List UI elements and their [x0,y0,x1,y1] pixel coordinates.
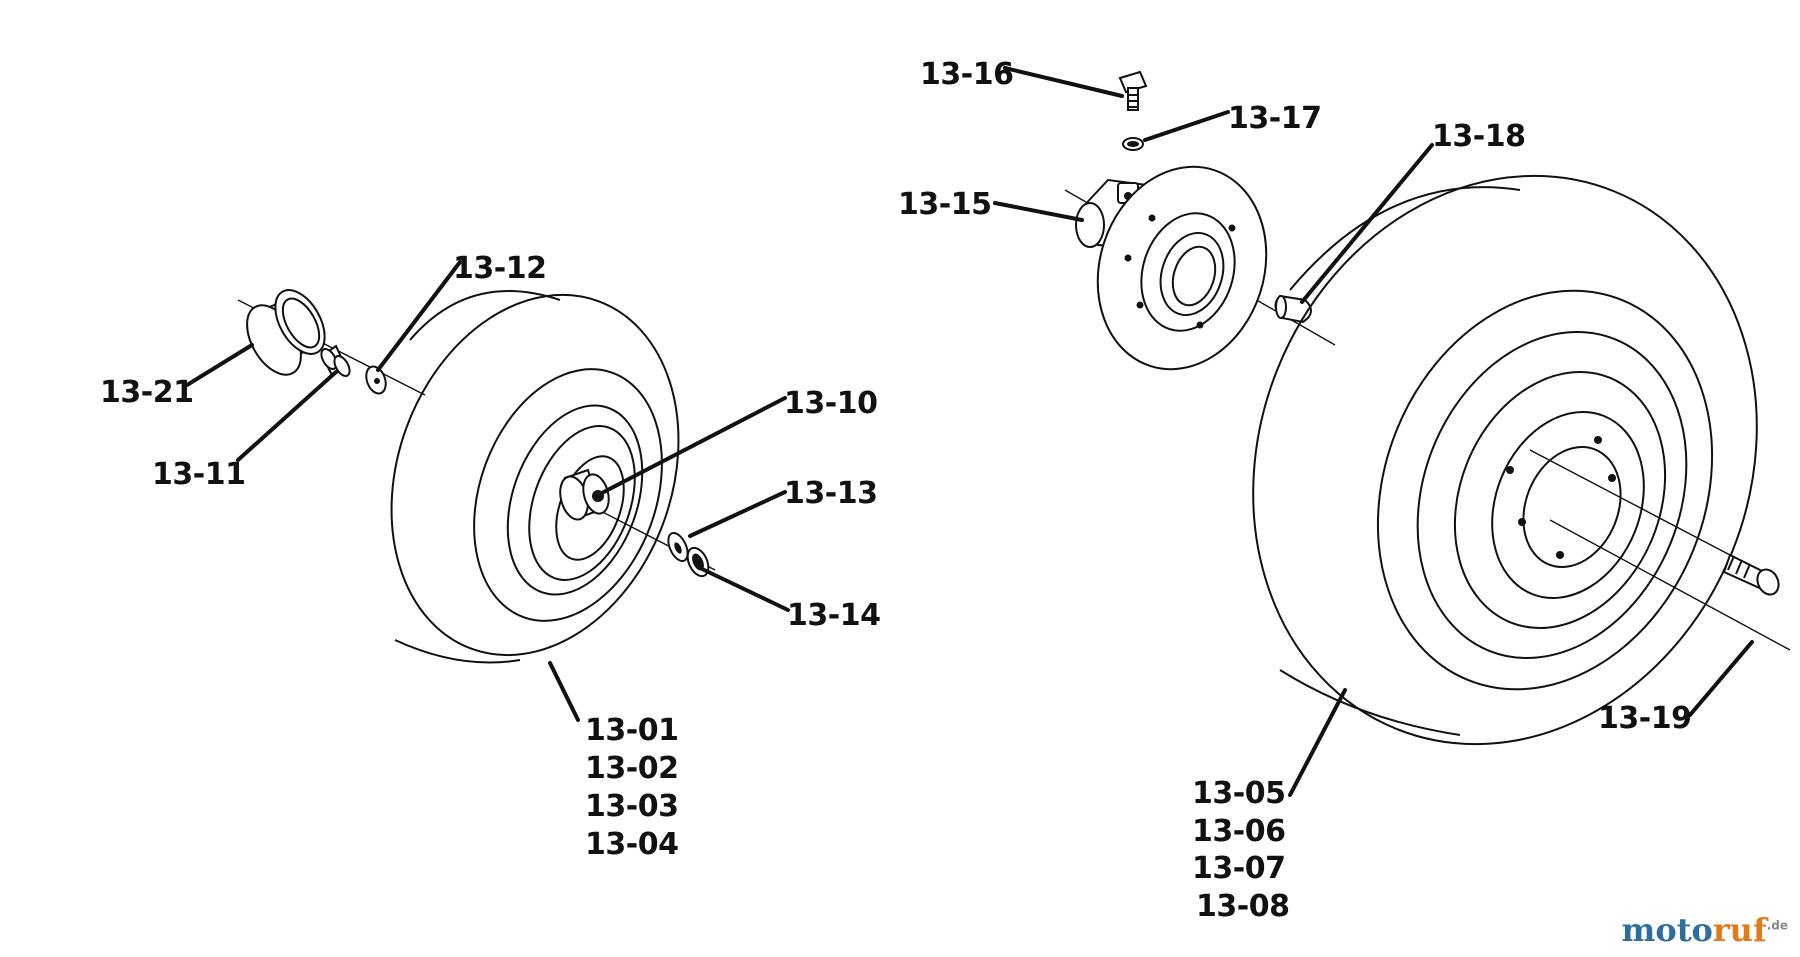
watermark-part2: ruf [1712,911,1767,949]
part-labels: 13-21 13-11 13-12 13-10 13-13 13-14 13-0… [100,57,1692,924]
label-13-15: 13-15 [898,187,991,222]
label-13-18: 13-18 [1432,119,1525,154]
label-13-19: 13-19 [1598,701,1691,736]
spacer-part [246,289,326,376]
axle-washer-part [667,531,689,563]
label-13-16: 13-16 [920,57,1013,92]
watermark-part1: moto [1621,911,1713,949]
label-13-17: 13-17 [1228,101,1321,136]
label-13-08: 13-08 [1196,889,1289,924]
label-13-07: 13-07 [1192,851,1285,886]
label-13-11: 13-11 [152,457,245,492]
hub-washer-part [1122,137,1144,151]
axle-sleeve-part [559,468,610,521]
watermark-logo: motoruf.de [1621,911,1788,949]
wheel-bolt-part [1722,553,1780,596]
front-wheel-assembly [185,260,790,722]
watermark-suffix: .de [1766,918,1788,933]
label-13-13: 13-13 [784,476,877,511]
label-13-04: 13-04 [585,827,678,862]
label-13-01: 13-01 [585,713,678,748]
label-13-06: 13-06 [1192,814,1285,849]
label-13-10: 13-10 [784,386,877,421]
label-13-12: 13-12 [453,251,546,286]
label-13-05: 13-05 [1192,776,1285,811]
label-13-02: 13-02 [585,751,678,786]
rear-wheel-assembly [993,66,1791,797]
rear-tire [1252,174,1758,746]
label-13-21: 13-21 [100,375,193,410]
hub-part [1075,165,1268,371]
hub-bolt-part [1118,70,1148,111]
washer-part [365,365,387,395]
label-13-14: 13-14 [787,598,880,633]
label-13-03: 13-03 [585,789,678,824]
front-tire [390,290,680,664]
bolt-part [320,344,351,377]
